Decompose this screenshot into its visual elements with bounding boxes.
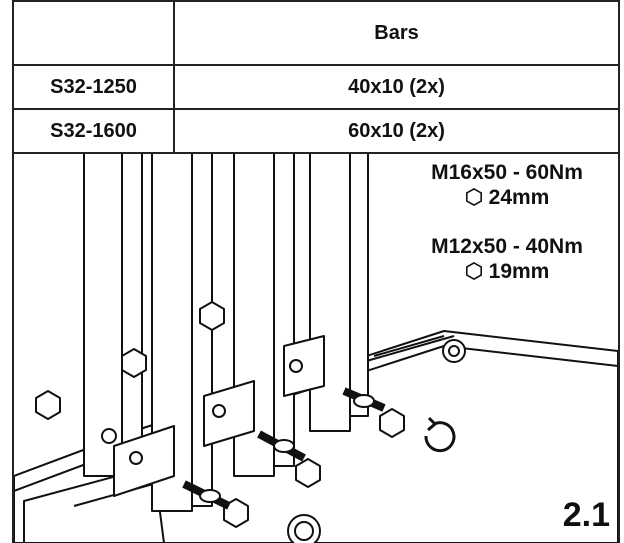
hex-icon: [465, 262, 482, 280]
table-header-model: [12, 0, 175, 66]
wrench-size-label: 24mm: [488, 186, 550, 209]
table-cell-model: S32-1250: [12, 64, 175, 110]
clockwise-arrow-icon: [424, 416, 456, 453]
torque-spec: M16x50 - 60Nm: [431, 161, 583, 184]
busbar-assembly-illustration: [14, 146, 618, 543]
page-frame: [12, 0, 620, 543]
bar-spec-table: Bars S32-1250 40x10 (2x) S32-1600 60x10 …: [12, 0, 620, 154]
table-cell-model: S32-1600: [12, 108, 175, 154]
step-number: 2.1: [562, 496, 610, 535]
hex-icon: [465, 188, 482, 206]
torque-note: M16x50 - 60Nm 24mm: [402, 160, 612, 210]
table-header-bars: Bars: [173, 0, 620, 66]
wrench-size: 24mm: [402, 185, 612, 210]
bolts: [182, 387, 386, 543]
table-row: S32-1250 40x10 (2x): [12, 64, 620, 110]
wrench-size: 19mm: [402, 259, 612, 284]
table-header-row: Bars: [12, 0, 620, 66]
table-cell-bars: 60x10 (2x): [173, 108, 620, 154]
torque-note: M12x50 - 40Nm 19mm: [402, 234, 612, 284]
table-row: S32-1600 60x10 (2x): [12, 108, 620, 154]
hex-nuts: [35, 301, 405, 528]
wrench-size-label: 19mm: [488, 260, 550, 283]
torque-spec: M12x50 - 40Nm: [431, 235, 583, 258]
copper-bars: [83, 146, 369, 512]
table-cell-bars: 40x10 (2x): [173, 64, 620, 110]
